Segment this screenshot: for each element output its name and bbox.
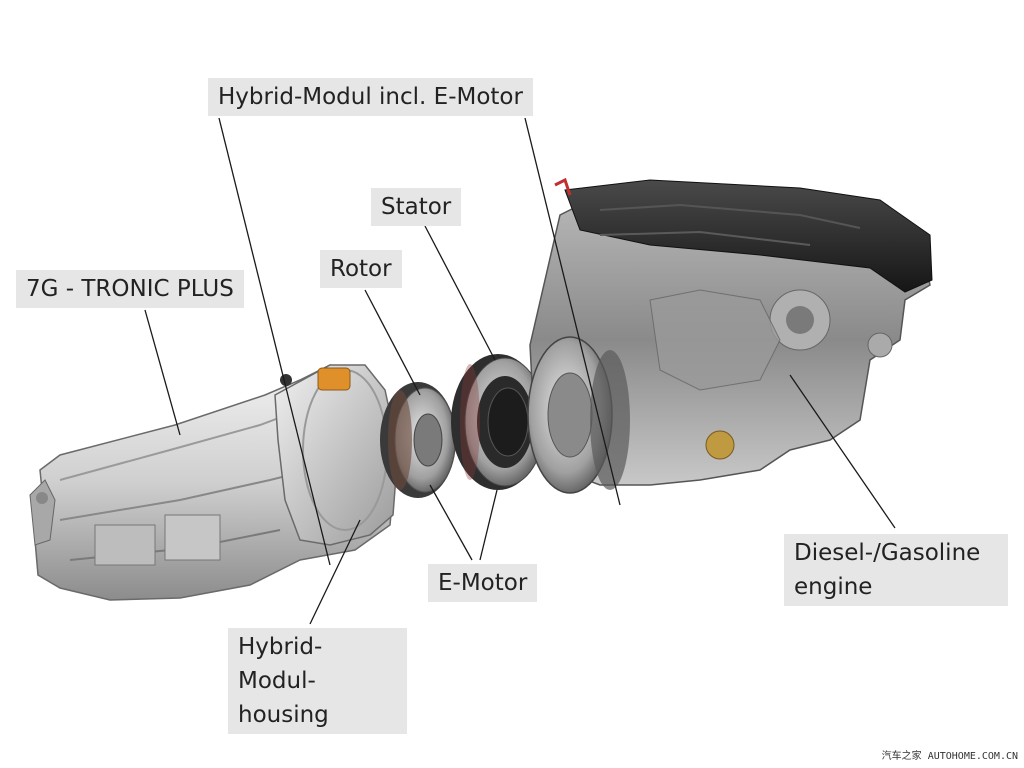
rotor-shape [380, 382, 456, 498]
label-transmission: 7G - TRONIC PLUS [16, 270, 244, 308]
label-engine-line2: engine [794, 574, 873, 600]
label-housing-line1: Hybrid-Modul- [238, 634, 323, 694]
stator-shape [451, 354, 546, 490]
label-rotor-text: Rotor [330, 256, 392, 282]
leader-emotor-rotor [429, 484, 473, 561]
leader-rotor [364, 289, 421, 396]
label-stator: Stator [371, 188, 462, 226]
leader-engine [789, 374, 896, 529]
hybrid-housing-shape [274, 364, 399, 546]
label-housing-line2: housing [238, 702, 329, 728]
label-emotor-text: E-Motor [438, 570, 528, 596]
label-engine-line1: Diesel-/Gasoline [794, 540, 981, 566]
label-transmission-text: 7G - TRONIC PLUS [26, 276, 234, 302]
label-rotor: Rotor [320, 250, 402, 288]
leader-housing [309, 519, 361, 625]
label-hybrid-module-text: Hybrid-Modul incl. E-Motor [218, 84, 523, 110]
label-emotor: E-Motor [428, 564, 538, 602]
label-housing: Hybrid-Modul- housing [228, 628, 407, 734]
leader-stator [424, 225, 496, 361]
leader-emotor-stator [479, 489, 498, 561]
engine-shape [527, 177, 933, 494]
leader-transmission [144, 309, 181, 436]
label-engine: Diesel-/Gasoline engine [784, 534, 1008, 606]
label-hybrid-module: Hybrid-Modul incl. E-Motor [208, 78, 533, 116]
leader-hybrid-module [218, 117, 331, 566]
leader-lines [144, 117, 896, 625]
leader-hybrid-module-engine [524, 117, 621, 506]
watermark-text: 汽车之家 AUTOHOME.COM.CN [881, 751, 1018, 762]
label-stator-text: Stator [381, 194, 452, 220]
